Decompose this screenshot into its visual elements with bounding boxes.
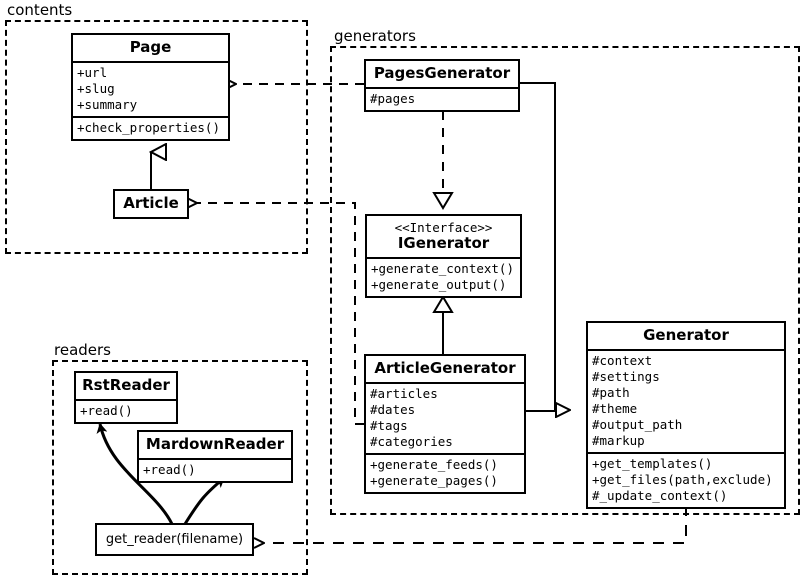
package-label-generators: generators — [331, 28, 419, 45]
package-frame-contents — [5, 20, 308, 254]
class-box-page[interactable]: Page +url +slug +summary +check_properti… — [71, 33, 230, 141]
class-box-mardownreader[interactable]: MardownReader +read() — [137, 430, 293, 483]
attribute-row: +url — [77, 65, 108, 80]
class-title-page: Page — [129, 38, 172, 56]
method-row: +read() — [143, 462, 196, 477]
class-box-article[interactable]: Article — [113, 189, 189, 219]
method-row: +generate_context() — [371, 261, 514, 276]
attribute-row: #dates — [370, 402, 416, 417]
class-title-article: Article — [123, 194, 179, 212]
attribute-row: #categories — [370, 434, 453, 449]
method-row: +generate_output() — [371, 277, 507, 292]
package-label-readers: readers — [51, 342, 114, 359]
class-methods-rstreader: +read() — [76, 401, 176, 422]
class-box-rstreader[interactable]: RstReader +read() — [74, 371, 178, 424]
method-row: #_update_context() — [592, 488, 728, 503]
attribute-row: #tags — [370, 418, 408, 433]
attribute-row: #settings — [592, 369, 660, 384]
method-row: +generate_pages() — [370, 473, 498, 488]
attribute-row: #theme — [592, 401, 638, 416]
function-title-get-reader: get_reader(filename) — [105, 532, 244, 547]
class-name-igenerator: IGenerator — [397, 234, 490, 252]
attribute-row: +summary — [77, 97, 138, 112]
attribute-row: #articles — [370, 386, 438, 401]
class-box-generator[interactable]: Generator #context #settings #path #them… — [586, 321, 786, 509]
class-methods-page: +check_properties() — [73, 118, 228, 139]
package-frame-readers — [52, 360, 308, 575]
class-title-pagesgenerator: PagesGenerator — [373, 64, 511, 82]
method-row: +get_templates() — [592, 456, 713, 471]
class-methods-igenerator: +generate_context() +generate_output() — [367, 259, 520, 296]
class-methods-generator: +get_templates() +get_files(path,exclude… — [588, 454, 784, 507]
class-attributes-pagesgenerator: #pages — [366, 89, 518, 110]
method-row: +generate_feeds() — [370, 457, 498, 472]
method-row: +get_files(path,exclude) — [592, 472, 773, 487]
class-title-mardownreader: MardownReader — [145, 435, 285, 453]
attribute-row: #pages — [370, 91, 416, 106]
class-attributes-page: +url +slug +summary — [73, 63, 228, 116]
class-title-articlegenerator: ArticleGenerator — [374, 359, 516, 377]
class-title-igenerator: <<Interface>> IGenerator — [367, 216, 520, 257]
class-box-articlegenerator[interactable]: ArticleGenerator #articles #dates #tags … — [364, 354, 526, 494]
class-box-pagesgenerator[interactable]: PagesGenerator #pages — [364, 59, 520, 112]
class-box-igenerator[interactable]: <<Interface>> IGenerator +generate_conte… — [365, 214, 522, 298]
class-title-rstreader: RstReader — [82, 376, 170, 394]
attribute-row: +slug — [77, 81, 115, 96]
class-methods-articlegenerator: +generate_feeds() +generate_pages() — [366, 455, 524, 492]
attribute-row: #markup — [592, 433, 645, 448]
method-row: +read() — [80, 403, 133, 418]
attribute-row: #output_path — [592, 417, 683, 432]
class-methods-mardownreader: +read() — [139, 460, 291, 481]
method-row: +check_properties() — [77, 120, 220, 135]
class-attributes-articlegenerator: #articles #dates #tags #categories — [366, 384, 524, 453]
class-stereotype-igenerator: <<Interface>> — [394, 220, 493, 235]
function-box-get-reader[interactable]: get_reader(filename) — [95, 523, 254, 556]
attribute-row: #path — [592, 385, 630, 400]
class-title-generator: Generator — [643, 326, 729, 344]
class-attributes-generator: #context #settings #path #theme #output_… — [588, 351, 784, 452]
attribute-row: #context — [592, 353, 653, 368]
package-label-contents: contents — [4, 2, 76, 19]
